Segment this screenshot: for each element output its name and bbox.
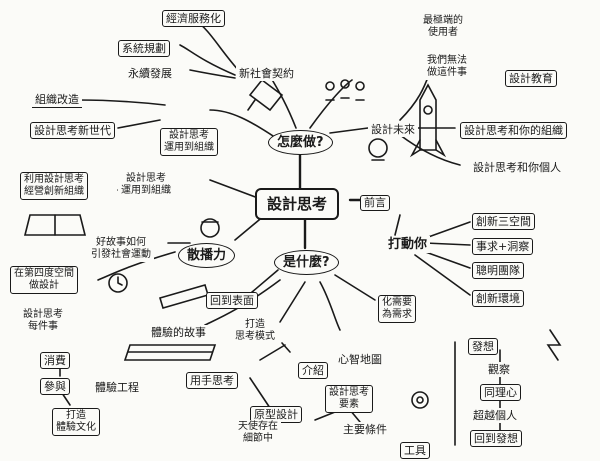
node-back-to-surface: 回到表面 xyxy=(206,292,258,309)
node-consume: 消費 xyxy=(40,352,70,369)
node-beyond-individual: 超越個人 xyxy=(470,408,520,423)
node-empathy: 同理心 xyxy=(480,384,521,401)
node-back-to-idea: 回到發想 xyxy=(470,430,522,447)
gears-icon xyxy=(411,391,429,409)
node-mind-map: 心智地圖 xyxy=(335,352,385,367)
line-contract-service xyxy=(194,19,241,73)
node-fourth-space: 在第四度空間 做設計 xyxy=(10,266,78,294)
prompt-what: 是什麼? xyxy=(274,250,339,275)
sparkle-icon xyxy=(546,329,562,361)
open-book-icon xyxy=(23,214,87,236)
prompt-how: 怎麼做? xyxy=(268,130,333,155)
node-intro: 介紹 xyxy=(298,362,328,379)
node-inspire-you: 打動你 xyxy=(385,236,431,253)
node-we-cannot: 我們無法 做這件事 xyxy=(424,54,470,80)
node-spread: 散播力 xyxy=(178,243,236,268)
line-org-change xyxy=(77,99,166,106)
figure-head-icon xyxy=(200,218,220,238)
bulb-head-icon xyxy=(368,138,388,161)
prompt-foreword: 前言 xyxy=(360,195,390,211)
node-convert-needs: 化需要 為需求 xyxy=(378,295,416,323)
node-dt-your-org: 設計思考和你的組織 xyxy=(460,122,567,139)
feather-pen-icon xyxy=(247,78,284,112)
node-build-thinking: 打造 思考模式 xyxy=(232,318,278,344)
node-tools: 工具 xyxy=(400,442,430,459)
node-service-economy: 經濟服務化 xyxy=(162,10,225,27)
node-innovation-env: 創新環境 xyxy=(472,290,524,307)
book-stack-icon xyxy=(123,344,217,361)
node-participate: 參與 xyxy=(40,378,70,395)
node-smart-group: 聰明團隊 xyxy=(472,262,524,279)
node-system-planning: 系統規劃 xyxy=(118,40,170,57)
line-inspire-env xyxy=(414,254,471,296)
node-angels-details: 天使存在 細節中 xyxy=(235,420,281,446)
line-what-build xyxy=(279,281,306,323)
line-what-needs xyxy=(334,274,376,301)
line-contract-sustain xyxy=(189,69,236,79)
node-apply-org-2: 設計思考 運用到組織 xyxy=(118,172,174,198)
node-apply-org-1: 設計思考 運用到組織 xyxy=(160,128,218,156)
line-hands-proto xyxy=(249,377,271,409)
people-group-icon xyxy=(325,79,365,101)
node-experience-story: 體驗的故事 xyxy=(148,325,209,340)
line-inspire-group xyxy=(419,249,471,269)
line-inspire-needs xyxy=(424,242,471,246)
node-dt-and-you: 設計思考和你個人 xyxy=(470,160,564,175)
telescope-icon xyxy=(159,284,209,309)
node-design-education: 設計教育 xyxy=(505,70,557,87)
line-contract-system xyxy=(179,44,236,76)
line-how-top xyxy=(309,79,353,129)
node-experience-project: 體驗工程 xyxy=(92,380,142,395)
line-how-future xyxy=(329,127,369,134)
node-main-conditions: 主要條件 xyxy=(340,422,390,437)
line-how-contract xyxy=(269,75,297,129)
node-new-social-contract: 新社會契約 xyxy=(236,66,297,81)
rocket-icon xyxy=(409,83,447,158)
line-what-mind xyxy=(319,281,341,331)
node-org-change: 組織改造 xyxy=(32,92,82,108)
node-build-experience-culture: 打造 體驗文化 xyxy=(52,408,100,436)
node-diverge: 發想 xyxy=(468,338,498,355)
line-new-gen xyxy=(117,119,161,129)
pencil-hand-icon xyxy=(259,342,291,361)
node-needs-insight: 事求+洞察 xyxy=(472,238,534,255)
node-new-generation: 設計思考新世代 xyxy=(30,122,115,139)
center-topic: 設計思考 xyxy=(255,188,340,220)
line-future-personal xyxy=(399,134,461,166)
line-fourth-space xyxy=(97,251,176,281)
line-foreword-inspire xyxy=(394,214,401,236)
node-dt-elements: 設計思考 要素 xyxy=(325,385,373,413)
node-design-future: 設計未來 xyxy=(368,122,418,137)
node-think-with-hands: 用手思考 xyxy=(186,372,238,389)
line-what-story xyxy=(204,279,281,326)
node-good-story: 好故事如何 引發社會運動 xyxy=(88,236,154,262)
watch-icon xyxy=(108,273,128,293)
node-observe: 觀察 xyxy=(485,362,513,377)
node-extreme-users: 最極端的 使用者 xyxy=(420,14,466,40)
node-innovate-business: 利用設計思考 經營創新組織 xyxy=(20,172,88,200)
node-sustainability: 永續發展 xyxy=(125,66,175,81)
node-everyday-design: 設計思考 每件事 xyxy=(20,308,66,334)
arrow-to-apply-org xyxy=(209,179,259,199)
node-innovation-space: 創新三空間 xyxy=(472,213,535,230)
